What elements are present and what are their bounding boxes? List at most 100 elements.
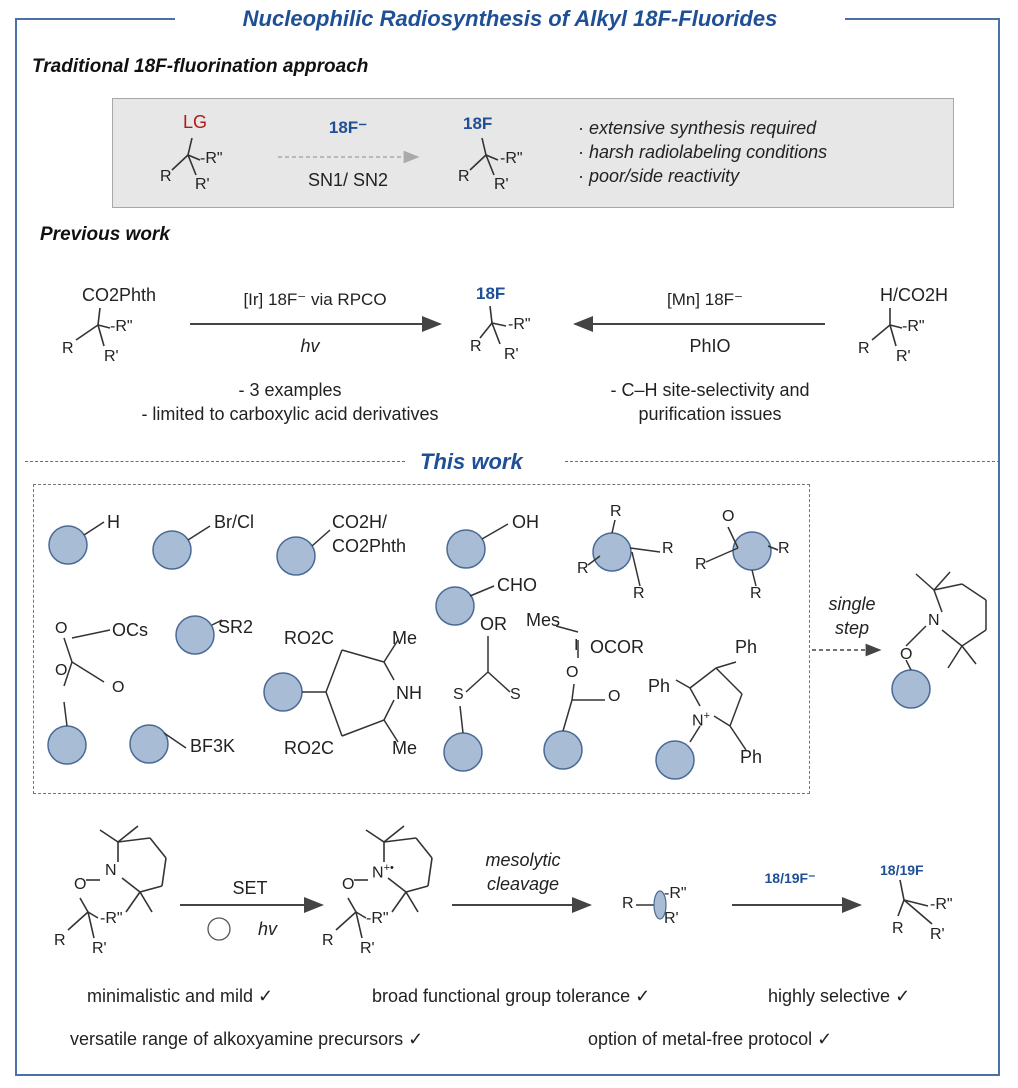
prev-right-cond: PhIO xyxy=(689,336,731,356)
cation-r2: -R" xyxy=(664,885,687,902)
precursor-box xyxy=(33,484,810,794)
prev-left-r2: -R" xyxy=(110,318,133,335)
precursor-circles xyxy=(47,525,931,780)
pc-circle xyxy=(207,917,231,941)
alkene-r-bottom: R xyxy=(633,585,645,602)
mech-prod-r: R xyxy=(892,920,904,937)
circle-bf3k xyxy=(129,724,169,764)
traditional-sm-r: R xyxy=(160,168,172,185)
circle-xanthate xyxy=(443,732,483,772)
traditional-sm-r1: R' xyxy=(195,176,210,193)
iodane-o2: O xyxy=(608,688,621,705)
alkene-r-right: R xyxy=(662,540,674,557)
mech-cleavage-1: mesolytic xyxy=(485,850,561,870)
prev-left-r1: R' xyxy=(104,348,119,365)
circle-acid xyxy=(276,536,316,576)
hantzsch-nh: NH xyxy=(396,683,422,703)
mech-fluoride: 18/19F⁻ xyxy=(764,870,816,886)
circle-ketone xyxy=(732,531,772,571)
xanthate-s1: S xyxy=(453,686,464,703)
mechanism-bonds xyxy=(67,825,933,939)
mech-radical-o: O xyxy=(342,876,355,893)
xanthate-s2: S xyxy=(510,686,521,703)
alkene-r-left: R xyxy=(577,560,589,577)
ketone-r-bottom: R xyxy=(750,585,762,602)
prev-right-r1: R' xyxy=(896,348,911,365)
traditional-conditions: SN1/ SN2 xyxy=(307,170,389,190)
hantzsch-me-top: Me xyxy=(392,628,418,648)
hantzsch-me-bottom: Me xyxy=(392,738,418,758)
feature-selective: highly selective ✓ xyxy=(768,986,911,1006)
mech-set-label: SET xyxy=(232,878,268,898)
mech-product-label: 18/19F xyxy=(880,862,924,878)
precursor-h: H xyxy=(107,512,120,532)
mech-sm-n: N xyxy=(105,862,117,879)
precursor-acid-2: CO2Phth xyxy=(332,536,407,556)
mech-sm-o: O xyxy=(74,876,87,893)
prev-right-reagent: [Mn] 18F⁻ xyxy=(666,290,744,309)
precursor-oh: OH xyxy=(512,512,539,532)
circle-oh xyxy=(446,529,486,569)
precursor-bonds xyxy=(63,519,987,751)
cation-r: R xyxy=(622,895,634,912)
mech-sm-r: R xyxy=(54,932,66,949)
precursor-bf3k: BF3K xyxy=(190,736,236,756)
iodane-ocor: OCOR xyxy=(590,637,644,657)
feature-tolerance: broad functional group tolerance ✓ xyxy=(372,986,651,1006)
trad-bullet-1: · extensive synthesis required xyxy=(578,118,817,138)
pyridinium-ph-left: Ph xyxy=(648,676,671,696)
prev-right-r2: -R" xyxy=(902,318,925,335)
circle-h xyxy=(48,525,88,565)
pyridinium-n: N+ xyxy=(692,710,710,730)
oxalate-o2: O xyxy=(55,662,68,679)
prev-left-note-2: - limited to carboxylic acid derivatives xyxy=(141,404,439,424)
traditional-heading: Traditional 18F-fluorination approach xyxy=(32,56,369,77)
mech-sm-r1: R' xyxy=(92,940,107,957)
ketone-o: O xyxy=(722,508,735,525)
this-work-heading: This work xyxy=(420,449,523,474)
prev-right-r: R xyxy=(858,340,870,357)
circle-halide xyxy=(152,530,192,570)
hantzsch-ro2c-bottom: RO2C xyxy=(284,738,335,758)
prev-prod-r: R xyxy=(470,338,482,355)
circle-alkene xyxy=(592,532,632,572)
circle-pyridinium xyxy=(655,740,695,780)
prev-left-sm: CO2Phth xyxy=(82,285,157,305)
traditional-prod-r1: R' xyxy=(494,176,509,193)
this-work-divider-right xyxy=(565,461,1000,462)
pyridinium-ph-top: Ph xyxy=(735,637,758,657)
tempo-product-n: N xyxy=(928,612,940,629)
hantzsch-ro2c-top: RO2C xyxy=(284,628,335,648)
circle-iodane xyxy=(543,730,583,770)
precursor-halide: Br/Cl xyxy=(214,512,254,532)
precursor-sulfonium: SR2 xyxy=(218,617,254,637)
mech-radical-r1: R' xyxy=(360,940,375,957)
traditional-bonds xyxy=(171,137,499,176)
xanthate-or: OR xyxy=(480,614,507,634)
mech-prod-r1: R' xyxy=(930,926,945,943)
circle-product xyxy=(891,669,931,709)
prev-right-sm: H/CO2H xyxy=(880,285,949,305)
prev-product-label: 18F xyxy=(476,284,506,303)
previous-bonds xyxy=(75,305,903,347)
mech-radical-r: R xyxy=(322,932,334,949)
prev-left-r: R xyxy=(62,340,74,357)
previous-heading: Previous work xyxy=(40,224,170,245)
page-title: Nucleophilic Radiosynthesis of Alkyl 18F… xyxy=(242,6,778,31)
prev-right-note-1: - C–H site-selectivity and xyxy=(610,380,810,400)
prev-left-cond: hv xyxy=(300,336,320,356)
cation-r1: R' xyxy=(664,910,679,927)
ketone-r-left: R xyxy=(695,556,707,573)
carbocation-orbital xyxy=(653,890,667,920)
prev-prod-r2: -R" xyxy=(508,316,531,333)
oxalate-o3: O xyxy=(112,679,125,696)
alkene-r-top: R xyxy=(610,503,622,520)
single-step-1: single xyxy=(828,594,876,614)
iodane-o1: O xyxy=(566,664,579,681)
trad-bullet-2: · harsh radiolabeling conditions xyxy=(578,142,828,162)
leaving-group-label: LG xyxy=(183,112,208,132)
precursor-cho: CHO xyxy=(497,575,537,595)
prev-prod-r1: R' xyxy=(504,346,519,363)
mech-hv-label: hv xyxy=(258,919,278,939)
iodane-i: I xyxy=(574,637,579,654)
